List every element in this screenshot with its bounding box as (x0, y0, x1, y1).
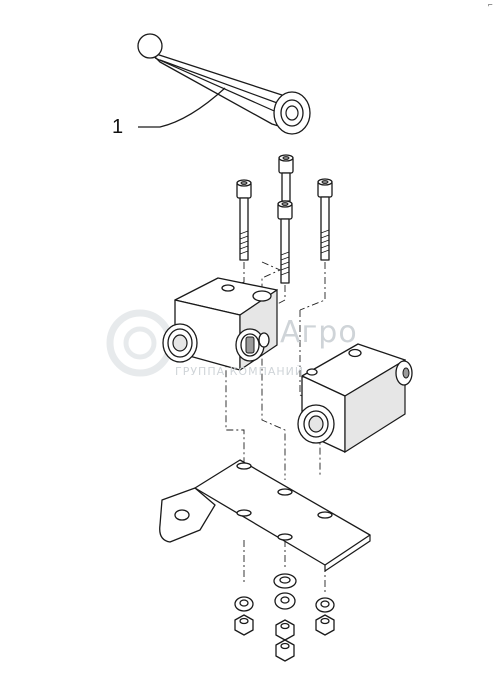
callout-label-1: 1 (112, 116, 124, 138)
nut-left (234, 614, 254, 636)
nut-center (275, 619, 295, 641)
bolt-left (236, 179, 252, 261)
watermark-text: Агро (280, 315, 358, 350)
bolt-right (317, 178, 333, 261)
valve-block-left (162, 277, 278, 372)
watermark-subtext: ГРУППА КОМПАНИЙ (175, 365, 305, 378)
nut-right (315, 614, 335, 636)
watermark-logo (106, 309, 174, 377)
washer-center-top (273, 573, 297, 589)
lock-washer-left (234, 596, 254, 612)
mounting-bracket (159, 459, 371, 573)
lock-washer-center (274, 592, 296, 610)
lever-handle (137, 33, 311, 135)
corner-mark: ⌐ (488, 0, 493, 9)
bolt-top-center (278, 154, 294, 202)
lock-washer-right (315, 597, 335, 613)
valve-block-right (297, 343, 413, 454)
nut-bottom (275, 639, 295, 662)
bolt-middle (277, 200, 293, 284)
callout-1-leader (138, 87, 226, 128)
